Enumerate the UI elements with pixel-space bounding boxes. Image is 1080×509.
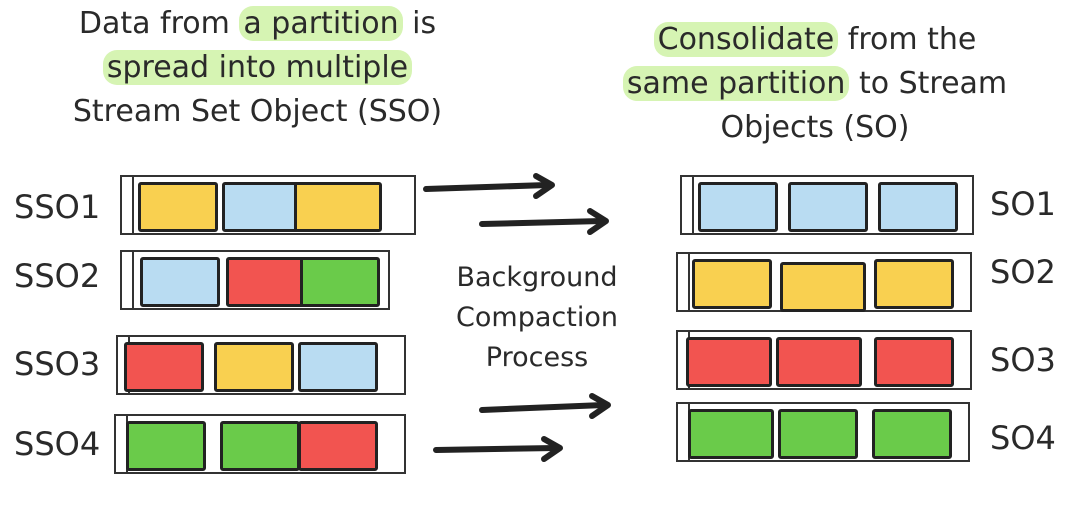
- so2-row: [676, 252, 972, 312]
- right-caption-line-1: Consolidate from the: [600, 18, 1030, 62]
- sso3-block-2: [214, 342, 294, 392]
- sso2-block-1: [140, 257, 220, 307]
- right-caption-highlight-consolidate: Consolidate: [653, 22, 839, 57]
- so4-label: SO4: [990, 419, 1056, 457]
- sso4-row: [114, 414, 406, 474]
- arrow-3: [479, 402, 607, 413]
- right-caption-line-3: Objects (SO): [720, 110, 910, 145]
- so1-block-1: [698, 182, 778, 232]
- sso2-row: [120, 250, 390, 310]
- sso2-label: SSO2: [14, 257, 101, 295]
- so3-label: SO3: [990, 341, 1056, 379]
- right-caption: Consolidate from the same partition to S…: [600, 18, 1030, 150]
- sso3-block-3: [298, 342, 378, 392]
- sso2-block-2: [226, 257, 306, 307]
- arrow-4: [433, 445, 559, 453]
- sso1-block-2: [222, 182, 302, 232]
- sso1-block-3: [294, 182, 382, 232]
- sso4-block-1: [126, 421, 206, 471]
- arrow-4-head: [541, 436, 563, 462]
- arrow-1-head: [533, 173, 555, 199]
- sso2-block-3: [300, 257, 380, 307]
- so4-block-3: [872, 409, 952, 459]
- so1-block-2: [788, 182, 868, 232]
- left-caption-highlight-partition: a partition: [239, 6, 403, 41]
- so1-label: SO1: [990, 185, 1056, 223]
- arrow-2: [479, 218, 605, 227]
- middle-label-line-2: Compaction: [456, 302, 618, 333]
- left-caption-line-1: Data from a partition is: [30, 2, 485, 46]
- right-caption-highlight-same-partition: same partition: [622, 66, 850, 101]
- so3-block-2: [776, 337, 862, 387]
- middle-label-line-1: Background: [456, 262, 618, 293]
- arrow-2-head: [587, 208, 609, 235]
- left-caption-line-2: spread into multiple: [30, 46, 485, 90]
- background-compaction-label: Background Compaction Process: [452, 258, 622, 378]
- so4-block-2: [778, 409, 858, 459]
- so3-row: [676, 330, 972, 390]
- so4-block-1: [688, 409, 774, 459]
- left-caption: Data from a partition is spread into mul…: [30, 2, 485, 134]
- so2-block-2: [780, 262, 866, 312]
- right-caption-line-1-suffix: from the: [838, 22, 977, 57]
- arrow-1: [423, 182, 551, 192]
- right-caption-line-2-suffix: to Stream: [849, 66, 1008, 101]
- so1-row: [680, 175, 974, 235]
- so3-block-3: [874, 337, 954, 387]
- sso3-block-1: [124, 342, 204, 392]
- sso3-row: [116, 335, 406, 395]
- sso4-label: SSO4: [14, 425, 101, 463]
- sso1-label: SSO1: [14, 188, 101, 226]
- so4-row: [676, 402, 970, 462]
- sso3-label: SSO3: [14, 345, 101, 383]
- left-caption-highlight-spread: spread into multiple: [102, 50, 413, 85]
- left-caption-line-1-suffix: is: [402, 6, 437, 41]
- so1-block-3: [878, 182, 958, 232]
- so3-block-1: [686, 337, 772, 387]
- so2-label: SO2: [990, 253, 1056, 291]
- so2-block-3: [874, 259, 954, 309]
- so2-block-1: [692, 259, 772, 309]
- middle-label-line-3: Process: [485, 342, 589, 373]
- sso1-row: [120, 175, 416, 235]
- sso1-block-1: [138, 182, 218, 232]
- left-caption-line-3: Stream Set Object (SSO): [72, 94, 443, 129]
- sso4-block-3: [298, 421, 378, 471]
- right-caption-line-2: same partition to Stream: [600, 62, 1030, 106]
- left-caption-line-1-prefix: Data from: [78, 6, 240, 41]
- arrow-3-head: [589, 393, 611, 419]
